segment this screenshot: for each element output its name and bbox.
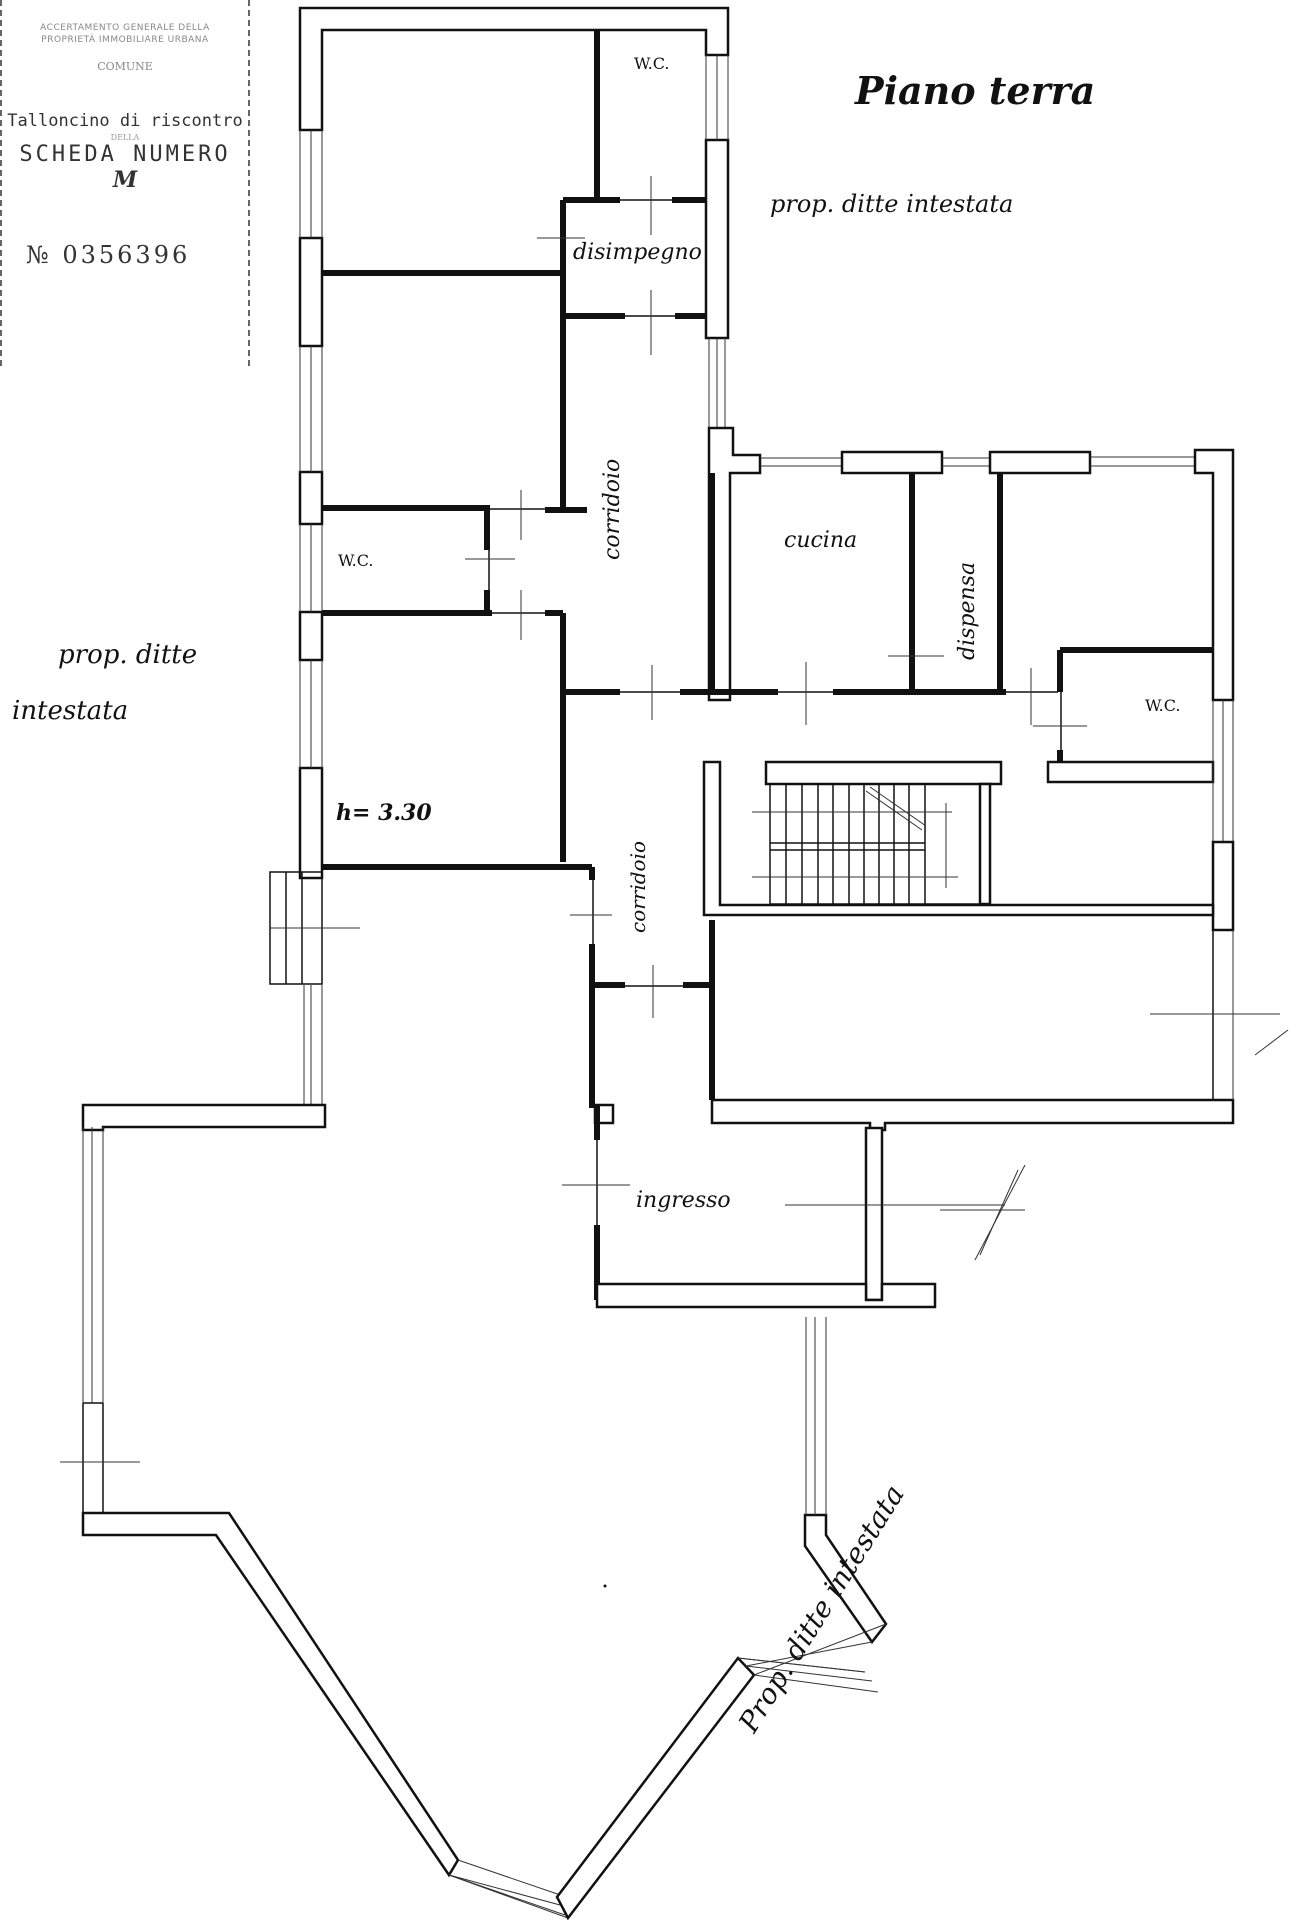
wall-living-southwest: [81, 1511, 460, 1878]
wall-east-top-2: [988, 450, 1092, 475]
dot-mark: [603, 1584, 607, 1588]
wall-wc-right-south: [1046, 760, 1215, 784]
room-label-wc-top: W.C.: [634, 54, 670, 73]
room-label-dispensa: dispensa: [955, 561, 980, 660]
window-kitchen: [760, 457, 842, 467]
wall-top: [298, 6, 730, 132]
stamp-talloncino: Talloncino di riscontro: [7, 111, 243, 131]
window-left-1: [299, 130, 323, 238]
window-living-west: [82, 1127, 104, 1403]
wall-left-1: [298, 236, 324, 348]
wall-living-north: [81, 1103, 327, 1132]
window-living-east: [805, 1317, 827, 1515]
wall-east-mid: [1211, 840, 1235, 932]
window-living-south-west: [448, 1859, 576, 1916]
wall-right-upper-corner: [707, 426, 762, 702]
ceiling-height-label: h= 3.30: [336, 800, 432, 826]
stamp-comune-label: COMUNE: [97, 60, 153, 73]
window-left-2: [299, 346, 323, 472]
window-left-4: [299, 660, 323, 768]
window-right-upper-2: [708, 338, 726, 428]
cadastral-stamp: ACCERTAMENTO GENERALE DELLA PROPRIETÀ IM…: [0, 0, 250, 366]
window-left-3: [299, 524, 323, 612]
wall-ingresso-south: [595, 1282, 937, 1309]
annotation-left-line1: prop. ditte: [58, 640, 198, 670]
wall-east-top-1: [840, 450, 944, 475]
window-left-5: [303, 985, 323, 1105]
stamp-header-line2: PROPRIETÀ IMMOBILIARE URBANA: [41, 35, 209, 45]
wall-ingresso-east: [864, 1126, 884, 1302]
room-label-ingresso: ingresso: [636, 1188, 731, 1213]
drawing-title: Piano terra: [855, 68, 1096, 113]
stair-landing-wall: [764, 760, 1003, 786]
room-label-disimpegno: disimpegno: [573, 240, 702, 265]
annotation-left-line2: intestata: [12, 696, 129, 726]
wall-left-2: [298, 470, 324, 526]
wall-lower-unit-south: [710, 1098, 1235, 1132]
stair-core-wall: [978, 782, 992, 906]
room-label-wc-right: W.C.: [1145, 696, 1181, 715]
window-wc-right: [1212, 700, 1234, 842]
window-dispensa: [942, 457, 990, 467]
staircase: [769, 783, 981, 905]
stamp-scheda-letter: M: [112, 167, 138, 193]
room-label-corridoio-upper: corridoio: [600, 458, 625, 560]
annotation-top-right: prop. ditte intestata: [770, 190, 1014, 218]
stamp-scheda-numero: SCHEDA NUMERO: [19, 142, 231, 167]
wall-living-southeast: [555, 1656, 756, 1920]
room-label-wc-left: W.C.: [338, 551, 374, 570]
wall-left-3: [298, 610, 324, 662]
room-label-corridoio-lower: corridoio: [626, 840, 650, 933]
stamp-serial-number: № 0356396: [26, 241, 191, 269]
wall-left-4: [298, 766, 324, 880]
stamp-header-line1: ACCERTAMENTO GENERALE DELLA: [40, 23, 210, 33]
wall-east-corner: [1193, 448, 1235, 702]
stamp-della: DELLA: [110, 133, 140, 142]
stairwell-wall: [702, 760, 1215, 917]
window-right-upper-1: [705, 55, 729, 140]
room-label-cucina: cucina: [784, 528, 858, 553]
window-east-room: [1090, 456, 1195, 467]
wall-right-upper-1: [704, 138, 730, 340]
